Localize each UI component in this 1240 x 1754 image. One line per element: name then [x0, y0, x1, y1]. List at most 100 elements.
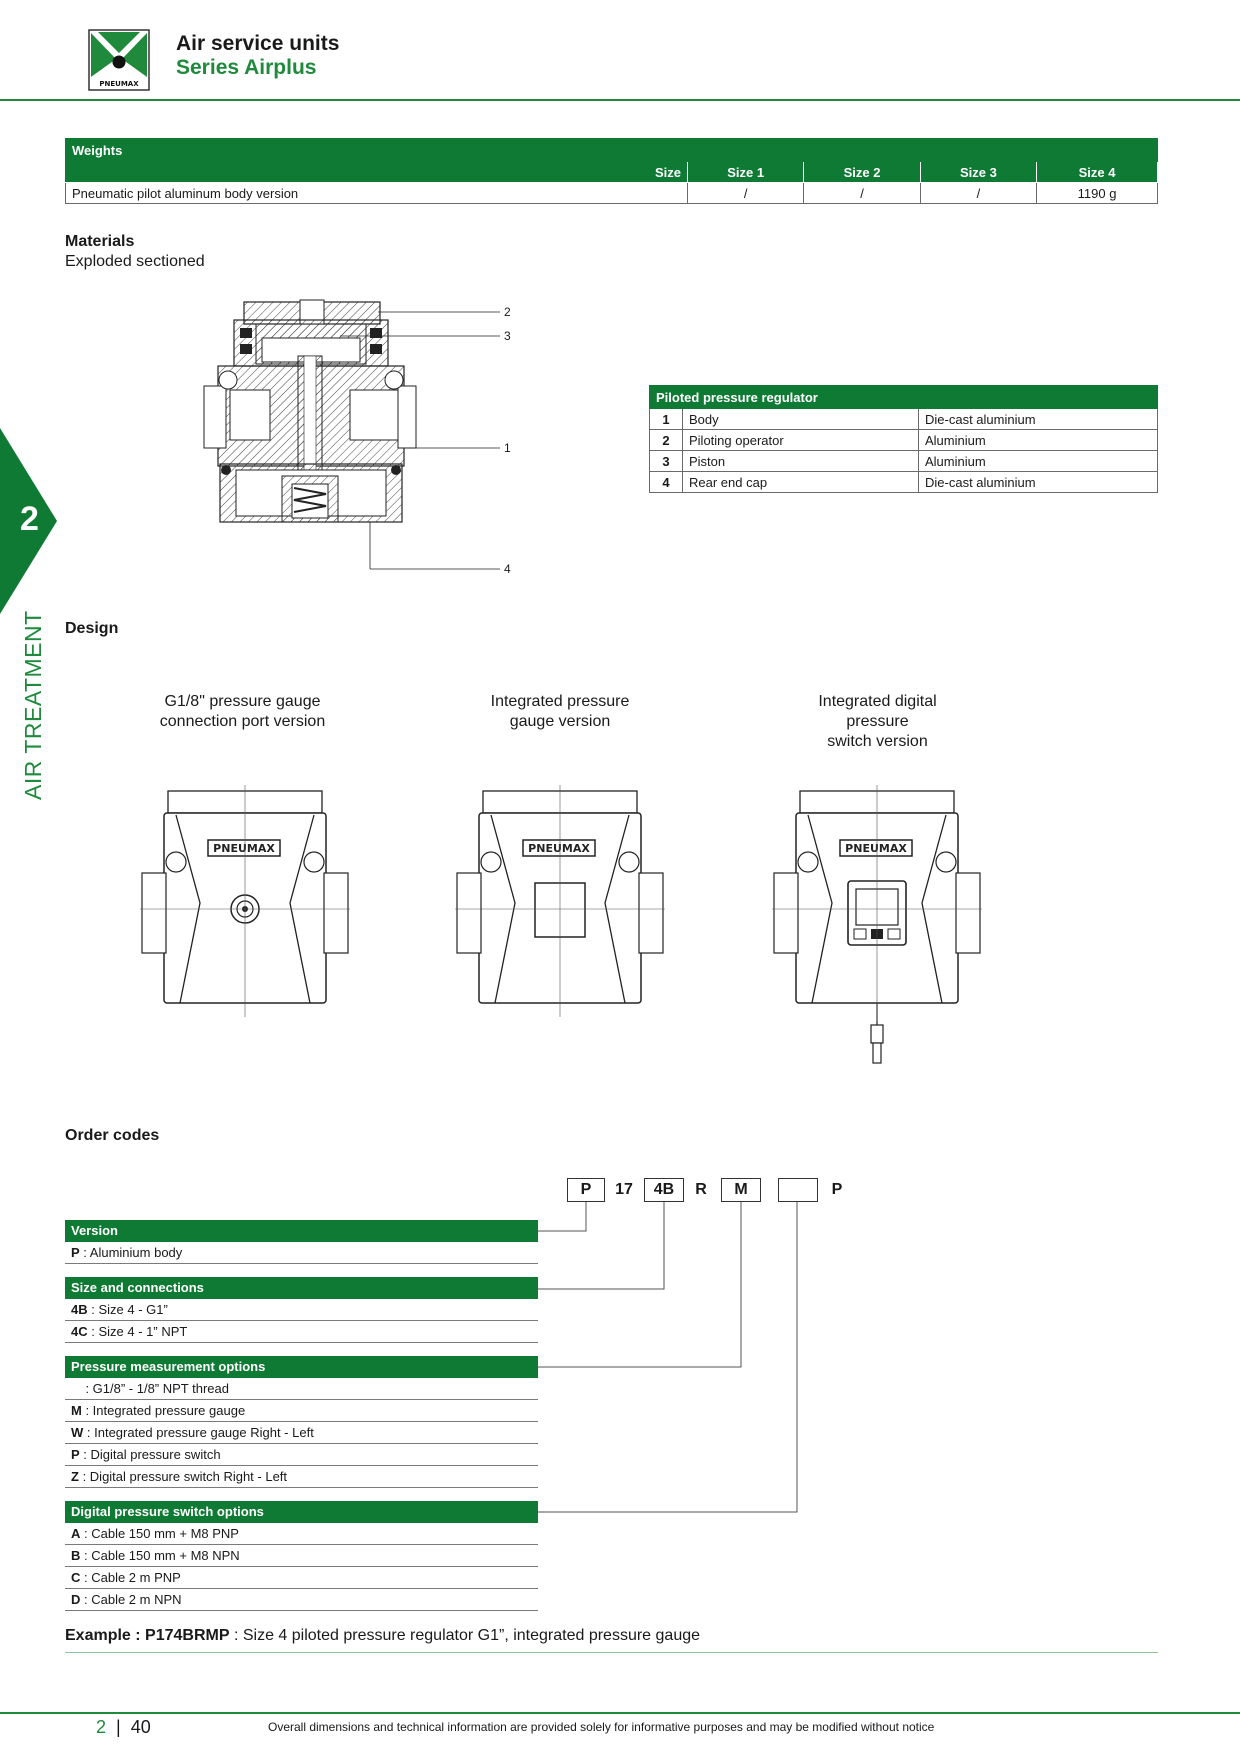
option-code: A [71, 1526, 81, 1541]
list-item: P : Digital pressure switch [65, 1444, 538, 1466]
caption-line: switch version [827, 733, 928, 750]
brand-logo: PNEUMAX [88, 29, 150, 91]
list-item: P : Aluminium body [65, 1242, 538, 1264]
footer-page: 40 [130, 1717, 151, 1737]
caption-line: gauge version [509, 713, 611, 730]
weights-value-3: / [919, 182, 1038, 204]
callout-3: 3 [504, 329, 511, 343]
materials-part: Body [682, 408, 919, 430]
option-code: C [71, 1570, 81, 1585]
list-item: A : Cable 150 mm + M8 PNP [65, 1523, 538, 1545]
page-title: Air service units [176, 32, 340, 55]
product-logo: PNEUMAX [528, 842, 590, 855]
list-item: W : Integrated pressure gauge Right - Le… [65, 1422, 538, 1444]
option-table-title: Pressure measurement options [65, 1356, 538, 1378]
materials-subheading: Exploded sectioned [65, 253, 205, 270]
design-caption-1: G1/8" pressure gauge connection port ver… [120, 692, 365, 732]
order-example: Example : P174BRMP : Size 4 piloted pres… [65, 1627, 700, 1645]
design-drawing-gauge-port: PNEUMAX [140, 785, 350, 1020]
weights-size-1: Size 1 [686, 161, 805, 183]
option-table-measurement: Pressure measurement options : G1/8” - 1… [65, 1356, 538, 1488]
option-code: 4B [71, 1302, 88, 1317]
option-text: : Cable 2 m NPN [80, 1592, 182, 1607]
list-item: 4B : Size 4 - G1” [65, 1299, 538, 1321]
option-text: : Integrated pressure gauge [81, 1403, 246, 1418]
order-codes-heading: Order codes [65, 1127, 160, 1144]
option-table-version: Version P : Aluminium body [65, 1220, 538, 1264]
section-number: 2 [20, 500, 39, 538]
caption-line: pressure [846, 713, 909, 730]
header-divider [0, 99, 1240, 101]
list-item: M : Integrated pressure gauge [65, 1400, 538, 1422]
option-code: D [71, 1592, 81, 1607]
code-version-box: P [567, 1178, 605, 1202]
code-type: R [695, 1181, 707, 1198]
callout-1: 1 [504, 441, 511, 455]
list-item: C : Cable 2 m PNP [65, 1567, 538, 1589]
option-text: : Digital pressure switch Right - Left [78, 1469, 288, 1484]
example-label: Example : P174BRMP [65, 1627, 230, 1644]
materials-material: Die-cast aluminium [918, 471, 1158, 493]
design-drawing-digital-switch: PNEUMAX [772, 785, 982, 1075]
option-table-digital-switch: Digital pressure switch options A : Cabl… [65, 1501, 538, 1611]
option-code: B [71, 1548, 81, 1563]
materials-table: Piloted pressure regulator 1 Body Die-ca… [649, 385, 1158, 493]
product-logo: PNEUMAX [213, 842, 275, 855]
list-item: : G1/8” - 1/8” NPT thread [65, 1378, 538, 1400]
design-caption-3: Integrated digital pressure switch versi… [760, 692, 995, 752]
option-text: : Integrated pressure gauge Right - Left [83, 1425, 314, 1440]
option-text: : Size 4 - G1” [87, 1302, 168, 1317]
list-item: 4C : Size 4 - 1” NPT [65, 1321, 538, 1343]
callout-2: 2 [504, 305, 511, 319]
materials-part: Rear end cap [682, 471, 919, 493]
option-text: : Size 4 - 1” NPT [87, 1324, 188, 1339]
caption-line: Integrated digital [818, 693, 937, 710]
option-code: 4C [71, 1324, 88, 1339]
option-code: M [71, 1403, 82, 1418]
option-table-size: Size and connections 4B : Size 4 - G1” 4… [65, 1277, 538, 1343]
caption-line: connection port version [159, 713, 326, 730]
footer-divider [0, 1712, 1240, 1714]
section-tab [0, 428, 58, 614]
code-size-box: 4B [644, 1178, 684, 1202]
weights-value-4: 1190 g [1036, 182, 1158, 204]
option-table-title: Version [65, 1220, 538, 1242]
page-number: 2 | 40 [96, 1717, 151, 1737]
option-table-title: Digital pressure switch options [65, 1501, 538, 1523]
weights-table: Weights Size Size 1 Size 2 Size 3 Size 4… [65, 138, 1158, 204]
table-row: 1 Body Die-cast aluminium [649, 408, 1158, 430]
option-text: : Aluminium body [79, 1245, 183, 1260]
design-heading: Design [65, 620, 119, 637]
option-table-title: Size and connections [65, 1277, 538, 1299]
option-code: Z [71, 1469, 79, 1484]
design-drawing-integrated-gauge: PNEUMAX [455, 785, 665, 1020]
brand-logo-text: PNEUMAX [99, 80, 139, 88]
weights-value-2: / [803, 182, 921, 204]
product-logo: PNEUMAX [845, 842, 907, 855]
option-code: P [71, 1245, 80, 1260]
code-suffix: P [831, 1181, 843, 1198]
option-code: P [71, 1447, 80, 1462]
callout-4: 4 [504, 562, 511, 576]
option-text: : Cable 2 m PNP [80, 1570, 181, 1585]
table-row: 2 Piloting operator Aluminium [649, 429, 1158, 451]
sectioned-drawing [200, 290, 520, 590]
option-text: : Digital pressure switch [79, 1447, 221, 1462]
example-text: : Size 4 piloted pressure regulator G1”,… [229, 1627, 701, 1644]
list-item: Z : Digital pressure switch Right - Left [65, 1466, 538, 1488]
code-series: 17 [615, 1181, 633, 1198]
page-subtitle: Series Airplus [176, 56, 317, 79]
weights-size-2: Size 2 [803, 161, 921, 183]
materials-material: Aluminium [918, 429, 1158, 451]
materials-table-title: Piloted pressure regulator [649, 385, 1158, 409]
option-text: : Cable 150 mm + M8 NPN [80, 1548, 240, 1563]
footer-note: Overall dimensions and technical informa… [268, 1720, 935, 1734]
materials-heading: Materials [65, 233, 135, 250]
list-item: D : Cable 2 m NPN [65, 1589, 538, 1611]
example-divider [65, 1652, 1158, 1653]
weights-row-label: Pneumatic pilot aluminum body version [65, 182, 688, 204]
option-code: W [71, 1425, 84, 1440]
footer-section: 2 [96, 1717, 107, 1737]
weights-size-4: Size 4 [1036, 161, 1158, 183]
